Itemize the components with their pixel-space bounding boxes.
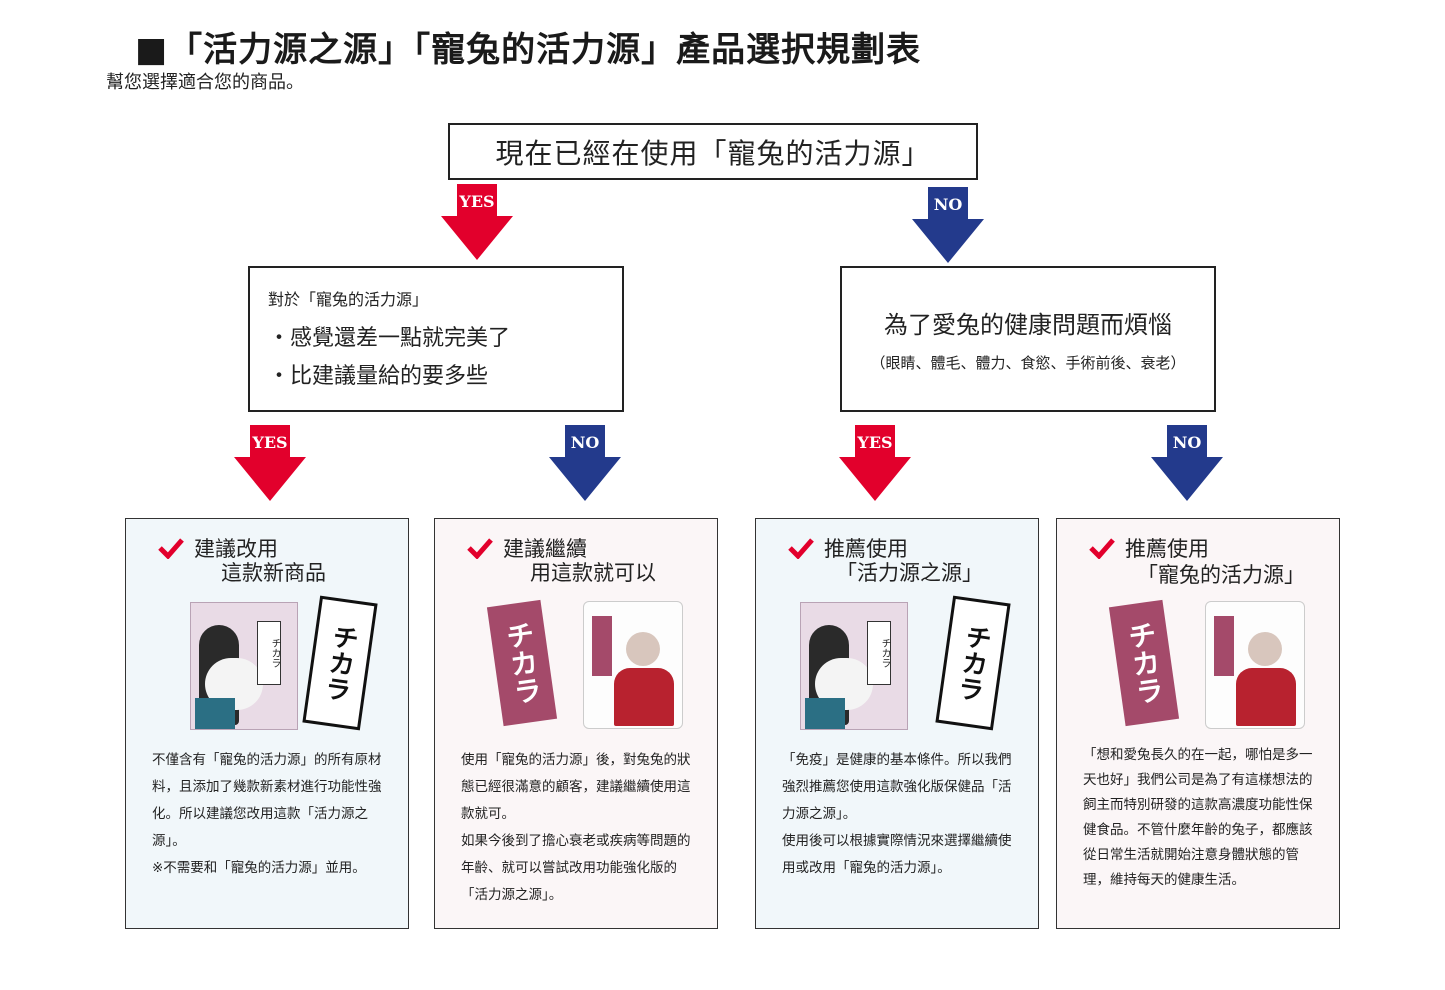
left-question-box: 對於「寵兔的活力源」 ・感覺還差一點就完美了 ・比建議量給的要多些 — [248, 266, 624, 412]
card-3-product-images: チカラ チカラ — [776, 595, 1020, 734]
card-3-line-2: 「活力源之源」 — [836, 561, 983, 585]
right-question-main: 為了愛兔的健康問題而煩惱 — [884, 311, 1172, 339]
product-label-image: チカラ — [1108, 599, 1180, 727]
product-bag-image: チカラ — [800, 602, 908, 730]
card-4-line-2: 「寵兔的活力源」 — [1137, 563, 1305, 587]
card-4-product-images: チカラ — [1077, 599, 1321, 734]
page-title: ■「活力源之源」「寵兔的活力源」產品選択規劃表 — [135, 30, 922, 70]
card-3-line-1: 推薦使用 — [824, 537, 908, 561]
top-yes-arrow: YES — [441, 184, 513, 260]
top-no-arrow: NO — [912, 187, 984, 263]
check-icon — [467, 538, 493, 559]
card-3-body: 「免疫」是健康的基本條件。所以我們強烈推薦您使用這款強化版保健品「活力源之源」。… — [782, 747, 1018, 882]
page-subtitle: 幫您選擇適合您的商品。 — [106, 72, 304, 93]
product-bag-image: チカラ — [190, 602, 298, 730]
left-no-arrow: NO — [549, 425, 621, 501]
result-card-1: 建議改用 這款新商品 チカラ チカラ 不僅含有「寵兔的活力源」的所有原材料，且添… — [125, 518, 409, 929]
product-label-image: チカラ — [935, 595, 1011, 731]
left-no-label: NO — [570, 433, 600, 452]
left-yes-arrow: YES — [234, 425, 306, 501]
card-1-line-2: 這款新商品 — [221, 561, 326, 585]
product-label-image: チカラ — [486, 599, 558, 727]
result-card-3: 推薦使用 「活力源之源」 チカラ チカラ 「免疫」是健康的基本條件。所以我們強烈… — [755, 518, 1039, 929]
left-question-head: 對於「寵兔的活力源」 — [268, 290, 429, 309]
check-icon — [788, 538, 814, 559]
card-1-product-images: チカラ チカラ — [146, 595, 390, 734]
card-1-paragraph-2: ※不需要和「寵兔的活力源」並用。 — [152, 860, 366, 876]
top-yes-label: YES — [459, 192, 495, 211]
right-no-label: NO — [1172, 433, 1202, 452]
product-bag-image — [1205, 601, 1305, 729]
right-yes-label: YES — [857, 433, 893, 452]
product-bag-image — [583, 601, 683, 729]
right-no-arrow: NO — [1151, 425, 1223, 501]
card-1-paragraph-1: 不僅含有「寵兔的活力源」的所有原材料，且添加了幾款新素材進行功能性強化。所以建議… — [152, 752, 382, 849]
right-question-sub: （眼睛、體毛、體力、食慾、手術前後、衰老） — [870, 354, 1186, 372]
card-2-paragraph-1: 使用「寵兔的活力源」後，對兔兔的狀態已經很滿意的顧客，建議繼續使用這款就可。 — [461, 752, 691, 822]
result-card-2: 建議繼續 用這款就可以 チカラ 使用「寵兔的活力源」後，對兔兔的狀態已經很滿意的… — [434, 518, 718, 929]
card-1-body: 不僅含有「寵兔的活力源」的所有原材料，且添加了幾款新素材進行功能性強化。所以建議… — [152, 747, 388, 882]
top-no-label: NO — [933, 195, 963, 214]
left-question-bullet-2: ・比建議量給的要多些 — [268, 364, 489, 389]
card-2-body: 使用「寵兔的活力源」後，對兔兔的狀態已經很滿意的顧客，建議繼續使用這款就可。 如… — [461, 747, 697, 909]
top-question-box: 現在已經在使用「寵兔的活力源」 — [448, 123, 978, 180]
card-3-paragraph-1: 「免疫」是健康的基本條件。所以我們強烈推薦您使用這款強化版保健品「活力源之源」。 — [782, 752, 1012, 822]
right-question-box: 為了愛兔的健康問題而煩惱 （眼睛、體毛、體力、食慾、手術前後、衰老） — [840, 266, 1216, 412]
card-2-line-1: 建議繼續 — [503, 537, 587, 561]
top-question-text: 現在已經在使用「寵兔的活力源」 — [495, 136, 931, 170]
card-2-line-2: 用這款就可以 — [530, 561, 656, 585]
left-yes-label: YES — [252, 433, 288, 452]
result-card-4: 推薦使用 「寵兔的活力源」 チカラ 「想和愛兔長久的在一起，哪怕是多一天也好」我… — [1056, 518, 1340, 929]
card-4-paragraph-1: 「想和愛兔長久的在一起，哪怕是多一天也好」我們公司是為了有這樣想法的飼主而特別研… — [1083, 747, 1313, 888]
card-4-body: 「想和愛兔長久的在一起，哪怕是多一天也好」我們公司是為了有這樣想法的飼主而特別研… — [1083, 743, 1319, 893]
check-icon — [158, 538, 184, 559]
card-2-paragraph-2: 如果今後到了擔心衰老或疾病等問題的年齡、就可以嘗試改用功能強化版的「活力源之源」… — [461, 833, 691, 903]
card-3-paragraph-2: 使用後可以根據實際情況來選擇繼續使用或改用「寵兔的活力源」。 — [782, 833, 1012, 876]
card-4-line-1: 推薦使用 — [1125, 537, 1209, 561]
left-question-bullet-1: ・感覺還差一點就完美了 — [268, 326, 511, 351]
check-icon — [1089, 538, 1115, 559]
card-1-line-1: 建議改用 — [194, 537, 278, 561]
product-label-image: チカラ — [302, 595, 378, 731]
card-2-product-images: チカラ — [455, 599, 699, 734]
right-yes-arrow: YES — [839, 425, 911, 501]
